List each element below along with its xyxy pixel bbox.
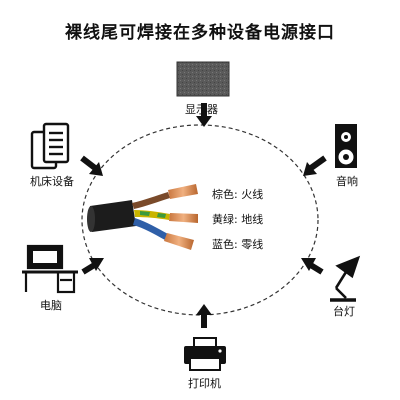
connection-ring (81, 124, 319, 316)
wire-separator: : (234, 213, 242, 226)
wire-color-name: 黄绿 (212, 213, 234, 226)
wire-separator: : (234, 238, 242, 251)
wire-color-name: 蓝色 (212, 238, 234, 251)
computer-label: 电脑 (40, 299, 62, 312)
machine-icon (30, 122, 70, 170)
printer-label: 打印机 (188, 377, 221, 390)
wire-role: 火线 (241, 188, 264, 201)
arrow-right-up-icon (81, 258, 104, 275)
wire-color-name: 棕色 (212, 188, 234, 201)
wire-label-brown: 棕色: 火线 (212, 186, 263, 202)
display-label: 显示器 (185, 103, 218, 116)
wire-label-blue: 蓝色: 零线 (212, 236, 263, 252)
computer-icon (22, 244, 78, 294)
wire-label-yellow-green: 黄绿: 地线 (212, 211, 263, 227)
page-title: 裸线尾可焊接在多种设备电源接口 (65, 23, 335, 43)
speaker-icon (335, 124, 357, 168)
wire-separator: : (234, 188, 242, 201)
display-icon (176, 61, 230, 97)
lamp-icon (330, 255, 361, 302)
arrow-left-down-icon (303, 155, 327, 176)
machine-label: 机床设备 (30, 175, 74, 188)
cable-illustration (87, 184, 198, 250)
wire-role: 零线 (241, 238, 264, 251)
speaker-label: 音响 (336, 175, 358, 188)
lamp-label: 台灯 (333, 305, 355, 318)
arrow-left-up-icon (301, 258, 324, 275)
arrow-up-icon (196, 304, 212, 328)
printer-icon (184, 337, 226, 371)
wire-role: 地线 (241, 213, 264, 226)
arrow-right-down-icon (80, 155, 103, 176)
arrow-down-icon (196, 103, 212, 127)
